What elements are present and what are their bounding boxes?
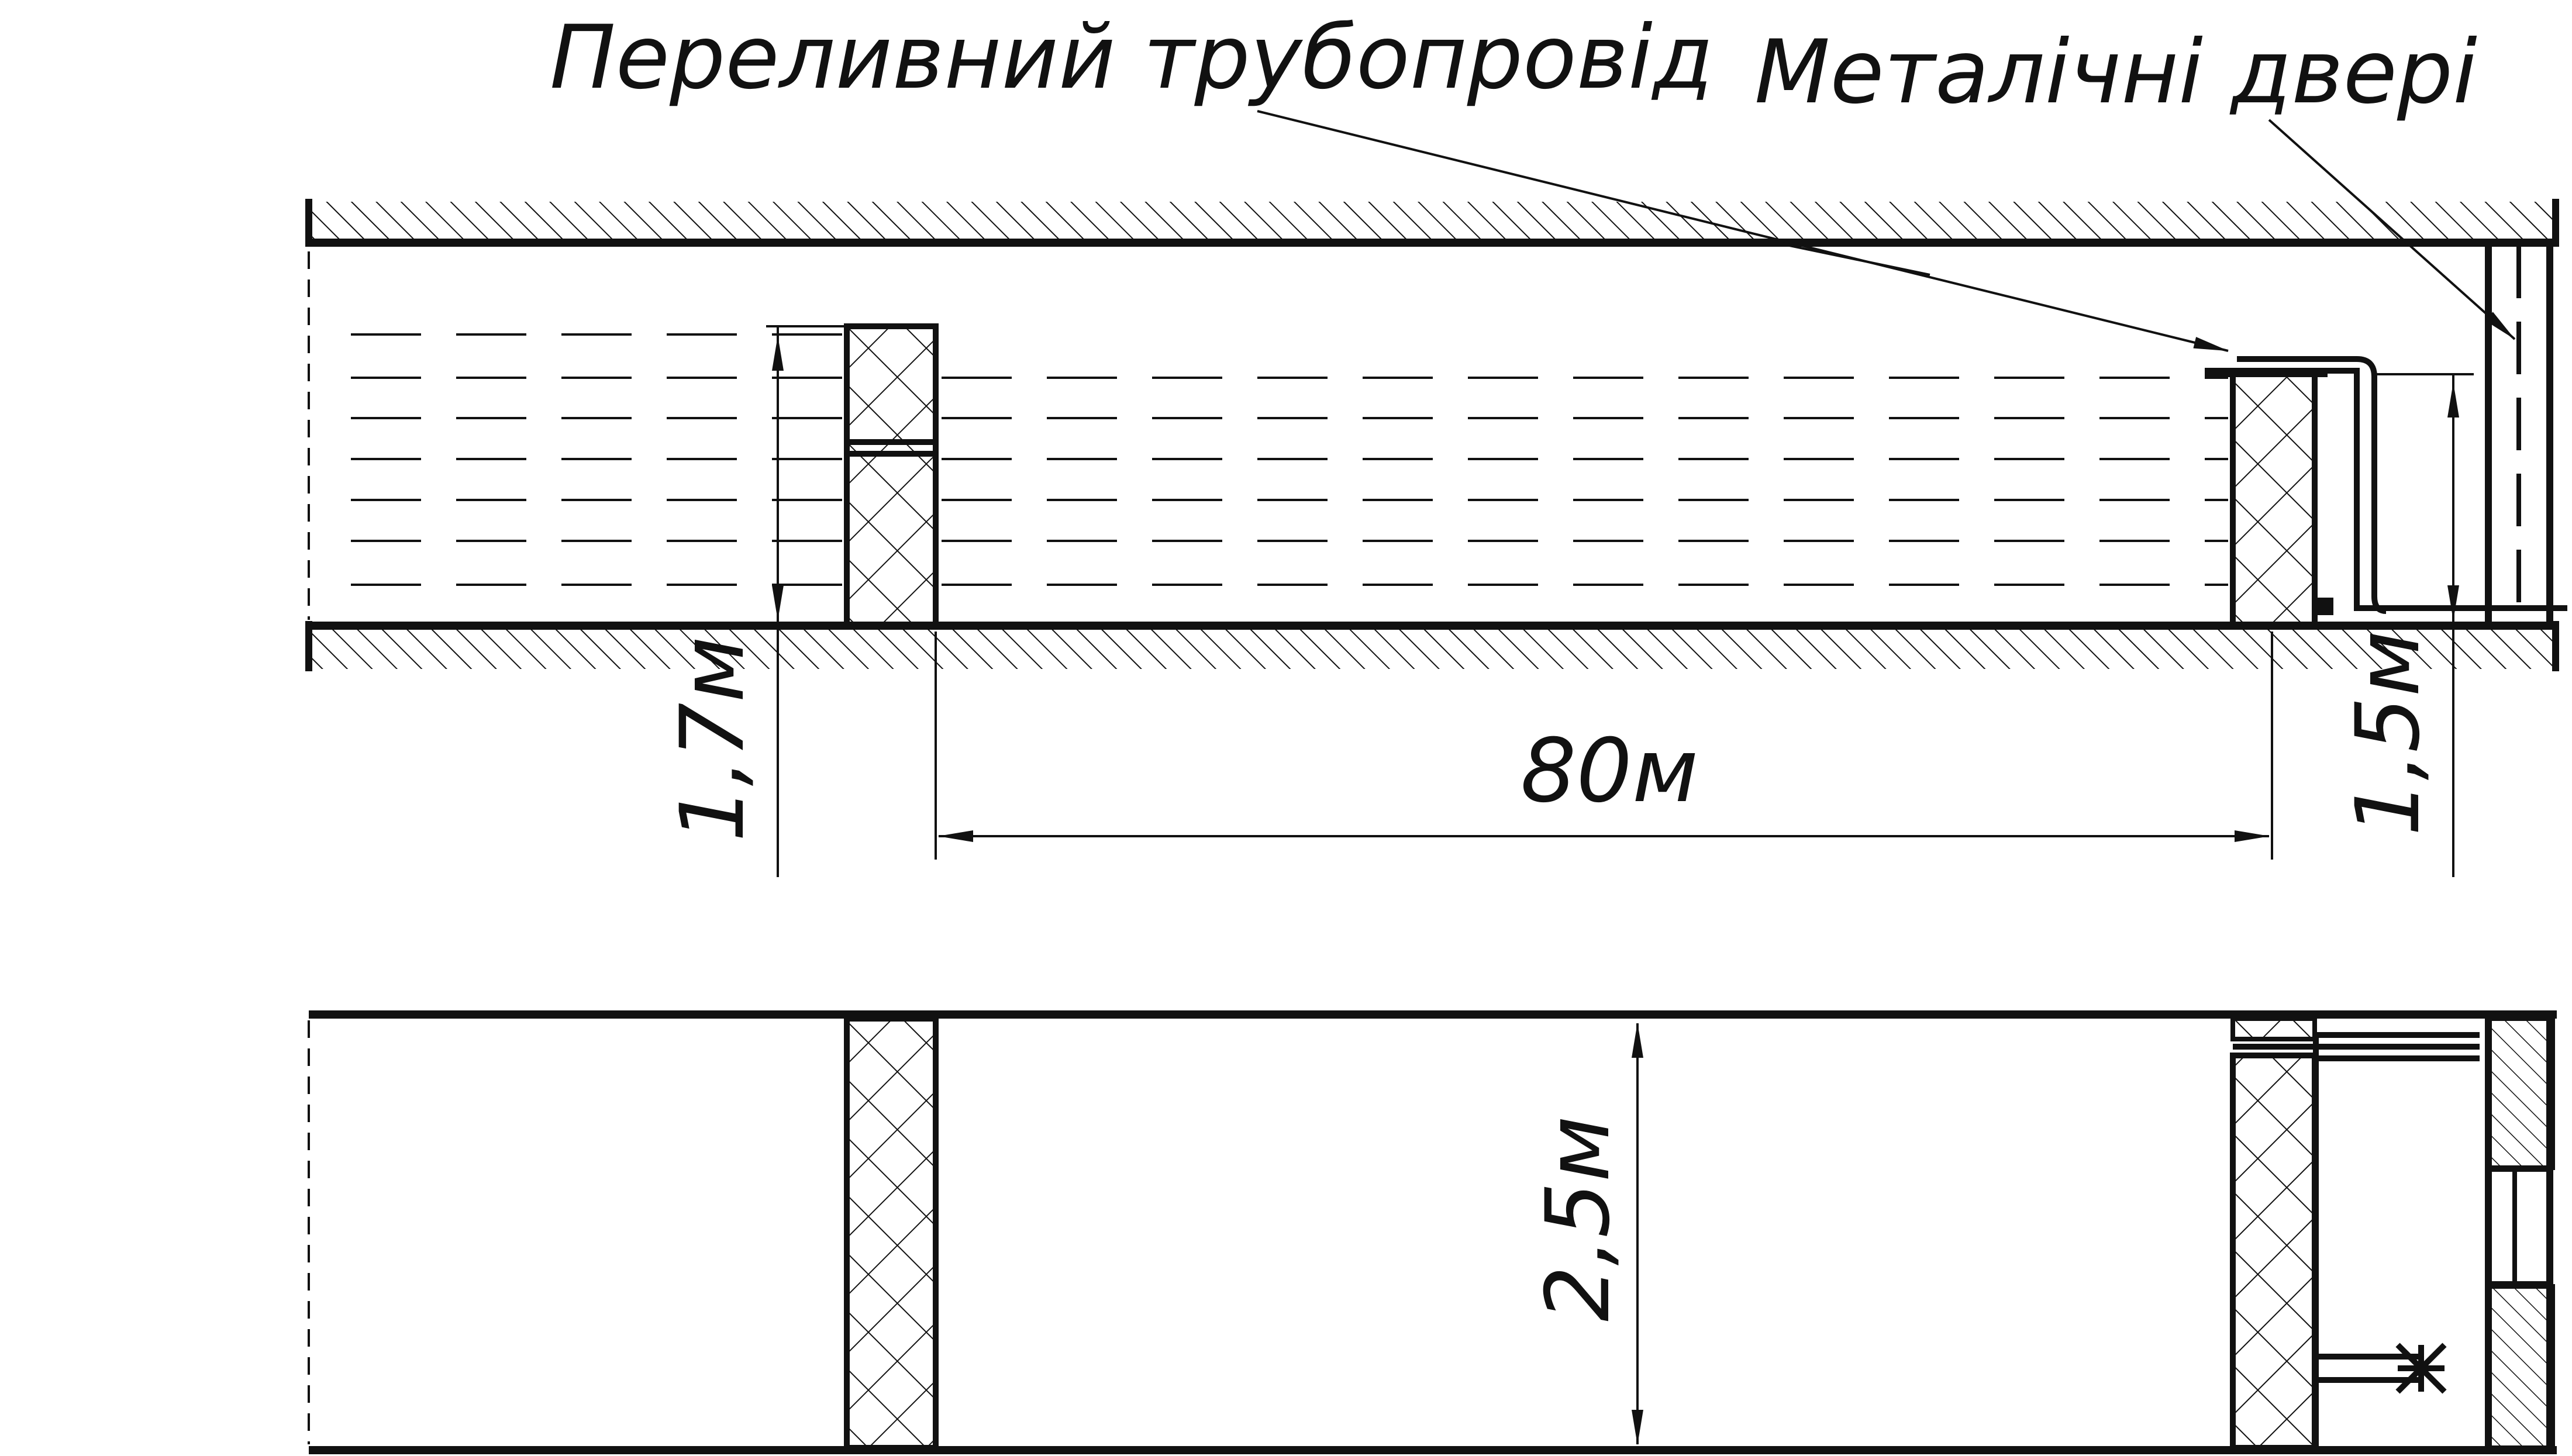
floor-hatch: [310, 627, 2556, 669]
length-dimension: [935, 632, 2273, 860]
left-height-dimension: [766, 325, 845, 877]
width-label: 2,5м: [1528, 1116, 1629, 1322]
metal-door-label: Металічні двері: [1754, 22, 2477, 123]
ceiling-hatch: [310, 202, 2556, 243]
plan-left-partition: [844, 1016, 939, 1451]
left-partition: [844, 323, 939, 627]
right-partition: [2230, 371, 2318, 627]
left-height-label: 1,7м: [662, 636, 764, 842]
overflow-pipe-label: Переливний трубопровід: [550, 7, 1713, 109]
plan-view: [308, 1010, 2557, 1454]
right-height-dimension: [2374, 373, 2474, 877]
overflow-pipe-leader: [1257, 110, 2229, 352]
length-label: 80м: [1521, 720, 1698, 822]
plan-right-wall: [2486, 1016, 2555, 1170]
metal-door: [2485, 246, 2553, 623]
metal-door-leader: [2268, 119, 2516, 340]
plan-right-partition: [2230, 1053, 2318, 1451]
section-view: [305, 110, 2567, 877]
right-height-label: 1,5м: [2337, 630, 2439, 836]
plan-door: [2488, 1167, 2553, 1286]
water-lines: [351, 333, 2228, 586]
valve-icon: [2319, 1343, 2447, 1394]
overflow-pipe: [2205, 356, 2567, 614]
